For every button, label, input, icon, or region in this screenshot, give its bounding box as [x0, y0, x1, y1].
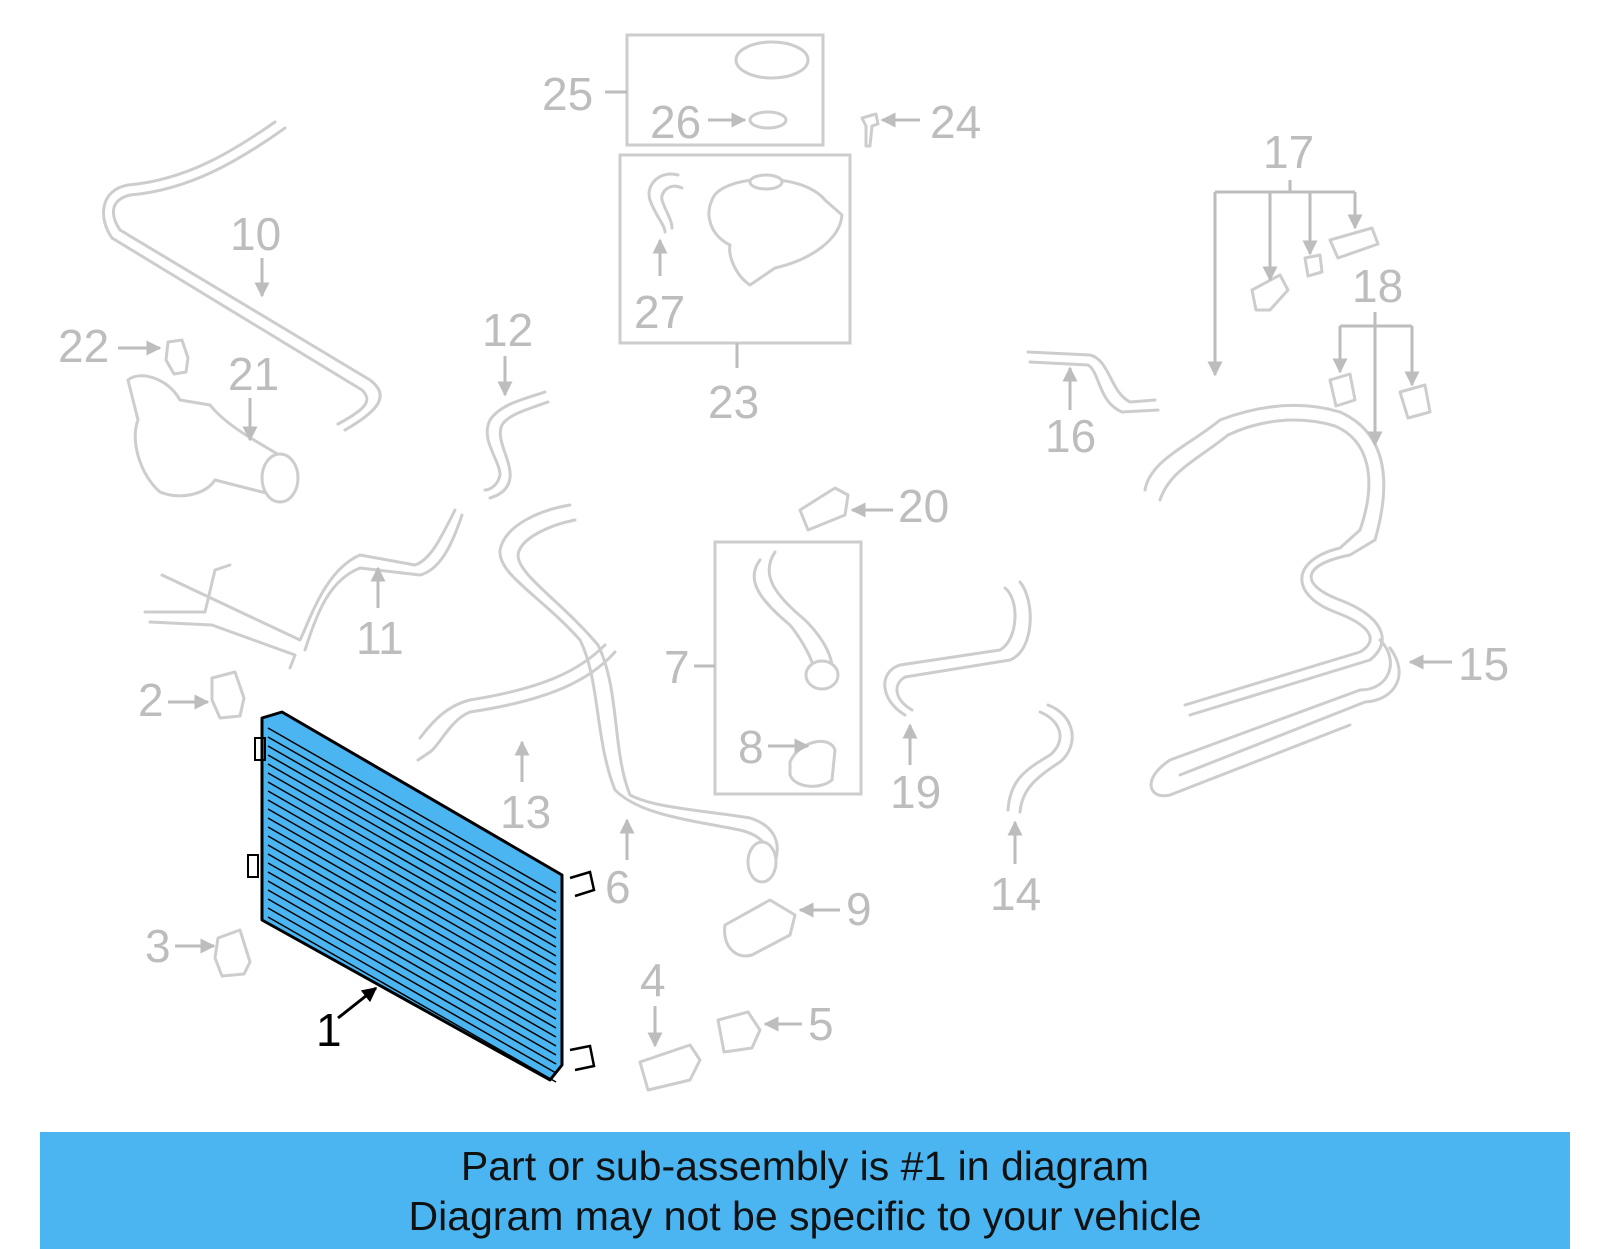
callout-23: 23	[708, 376, 759, 428]
leader-1	[337, 986, 378, 1020]
part-3-mount	[213, 928, 252, 978]
radiator-fin	[267, 745, 557, 912]
callout-20: 20	[898, 480, 949, 532]
callout-12: 12	[482, 304, 533, 356]
callout-1: 1	[316, 1004, 342, 1056]
radiator-fin	[267, 808, 557, 975]
part-8-elbow	[788, 740, 837, 788]
callout-2: 2	[138, 674, 164, 726]
part-27-hose	[647, 172, 684, 234]
part-17-connectors	[1250, 226, 1380, 312]
callout-25: 25	[542, 68, 593, 120]
part-7-hose	[752, 550, 840, 691]
callout-24: 24	[930, 96, 981, 148]
part-16-hose	[1026, 350, 1160, 414]
callout-26: 26	[650, 96, 701, 148]
radiator-fin	[267, 862, 557, 1029]
part-9-flange	[723, 898, 797, 958]
radiator-fin	[267, 835, 557, 1002]
radiator-fin	[267, 772, 557, 939]
radiator-fin	[267, 871, 557, 1038]
part-20-fitting	[798, 486, 850, 532]
callout-4: 4	[640, 954, 666, 1006]
radiator-fin	[267, 727, 557, 894]
radiator-fin	[267, 790, 557, 957]
part-10-pipe	[102, 120, 382, 432]
callout-10: 10	[230, 208, 281, 260]
radiator-fin	[267, 853, 557, 1020]
callout-7: 7	[664, 641, 690, 693]
radiator-fin	[267, 799, 557, 966]
radiator-fin	[267, 880, 557, 1047]
part-2-mount	[210, 670, 246, 720]
notice-banner: Part or sub-assembly is #1 in diagram Di…	[40, 1132, 1570, 1249]
callout-17: 17	[1263, 126, 1314, 178]
radiator-fin	[267, 826, 557, 993]
callout-22: 22	[58, 320, 109, 372]
part-12-hose	[483, 390, 550, 500]
callout-6: 6	[605, 861, 631, 913]
part-5-connector	[716, 1010, 762, 1054]
callout-5: 5	[808, 998, 834, 1050]
part-14-hose	[1006, 703, 1074, 814]
part-13-hose	[416, 643, 617, 762]
callout-14: 14	[990, 868, 1041, 920]
radiator-fin	[267, 907, 557, 1074]
radiator-fin	[267, 916, 557, 1083]
part-23-reservoir	[707, 173, 844, 287]
box-7	[713, 540, 863, 796]
radiator-fin	[267, 754, 557, 921]
callout-16: 16	[1045, 410, 1096, 462]
part-25-cap	[734, 40, 810, 130]
part-1-radiator	[247, 710, 596, 1083]
banner-line-1: Part or sub-assembly is #1 in diagram	[460, 1142, 1150, 1189]
radiator-fin	[267, 817, 557, 984]
part-18-clips	[1328, 372, 1432, 420]
callout-3: 3	[145, 920, 171, 972]
radiator-fin	[267, 844, 557, 1011]
banner-line-2: Diagram may not be specific to your vehi…	[408, 1192, 1202, 1239]
radiator-fin	[267, 889, 557, 1056]
callout-18: 18	[1352, 260, 1403, 312]
callout-8: 8	[738, 721, 764, 773]
callout-11: 11	[356, 612, 404, 664]
callout-15: 15	[1458, 638, 1509, 690]
callout-21: 21	[228, 348, 279, 400]
part-21-coolant-flange	[126, 374, 300, 504]
part-22-bleeder	[164, 338, 190, 376]
part-15-hose-assembly	[1143, 403, 1401, 798]
radiator-fin	[267, 898, 557, 1065]
radiator-fin	[267, 781, 557, 948]
callout-19: 19	[890, 766, 941, 818]
box-25	[625, 33, 825, 147]
box-23	[618, 153, 852, 345]
part-6-upper-hose	[498, 503, 779, 884]
part-24-screw	[860, 112, 880, 148]
radiator-fin	[267, 736, 557, 903]
callout-9: 9	[846, 883, 872, 935]
callout-27: 27	[634, 286, 685, 338]
part-11-pipe	[143, 508, 464, 670]
part-19-hose	[883, 580, 1032, 717]
radiator-fin	[267, 763, 557, 930]
callout-13: 13	[500, 786, 551, 838]
part-4-sensor	[638, 1043, 702, 1092]
